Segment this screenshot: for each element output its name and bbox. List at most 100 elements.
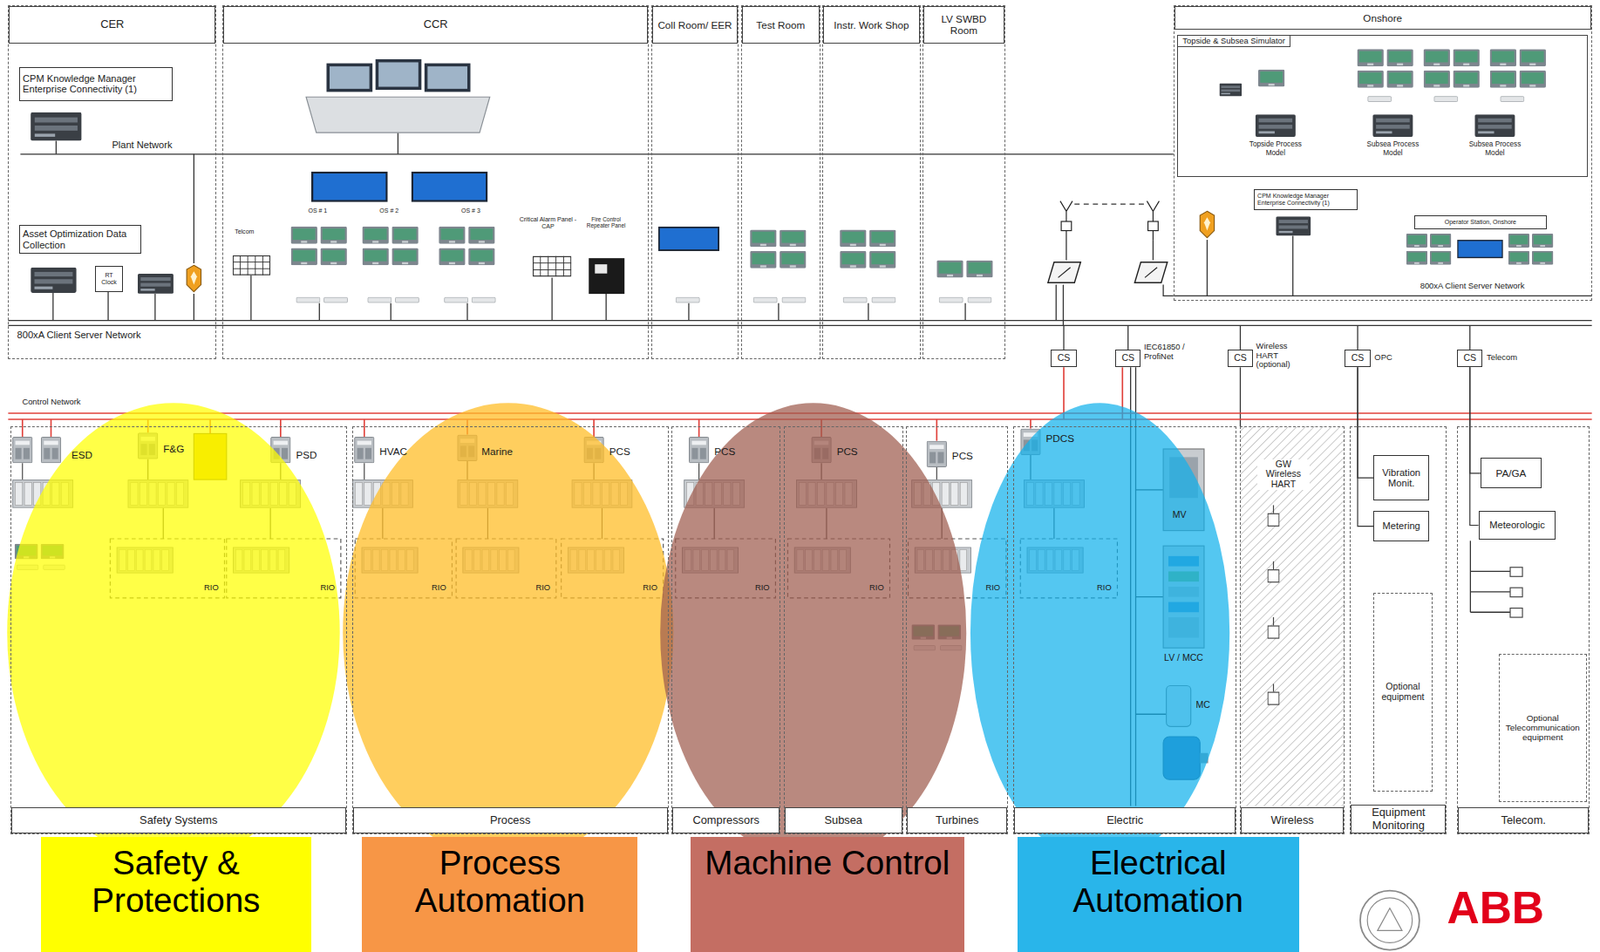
drop-line bbox=[52, 292, 54, 321]
telecom-panel bbox=[232, 255, 271, 276]
client-server-network bbox=[7, 320, 1592, 321]
controller-icon bbox=[40, 437, 61, 463]
fire-panel-display bbox=[594, 264, 607, 274]
room-area: Instr. Work Shop bbox=[822, 5, 920, 360]
rio-label: RIO bbox=[431, 583, 447, 593]
station-box: Operator Station, Onshore bbox=[1414, 215, 1547, 230]
keyboard-icon bbox=[871, 297, 896, 303]
controller-drop bbox=[935, 419, 938, 442]
drop-line bbox=[1065, 239, 1067, 260]
rio-label: RIO bbox=[204, 583, 219, 593]
cs-link bbox=[1062, 367, 1065, 420]
model-server bbox=[1474, 114, 1515, 137]
room-title: LV SWBD Room bbox=[923, 6, 1005, 44]
wireless-device-icon bbox=[1267, 561, 1280, 583]
drop-line bbox=[390, 303, 392, 321]
controller-icon bbox=[13, 437, 33, 463]
controller-icon bbox=[354, 437, 375, 463]
controller-drop bbox=[279, 419, 282, 437]
rio-label: RIO bbox=[535, 583, 551, 593]
connector-line bbox=[1357, 367, 1374, 478]
server-label: CS bbox=[1121, 353, 1135, 364]
server-label: CS bbox=[1057, 353, 1071, 364]
operator-station bbox=[839, 229, 896, 268]
cs-link bbox=[1356, 325, 1358, 350]
keyboard-icon bbox=[324, 297, 348, 303]
controller-label: ESD bbox=[71, 449, 93, 461]
equipment-label: Metering bbox=[1382, 520, 1421, 532]
column-title: Process bbox=[353, 807, 668, 834]
model-label: Subsea Process Model bbox=[1459, 140, 1532, 157]
telecom-device bbox=[1510, 587, 1523, 598]
equipment-label: Telcom bbox=[234, 228, 254, 236]
area-label: Process Automation bbox=[375, 844, 624, 920]
rack-link bbox=[936, 467, 938, 480]
telecom-tie bbox=[1470, 540, 1471, 613]
drop-line bbox=[867, 303, 869, 321]
operator-station bbox=[1423, 48, 1480, 88]
equipment-box: PA/GA bbox=[1480, 457, 1542, 489]
gateway-label: GW Wireless HART bbox=[1257, 459, 1310, 491]
column-title: Turbines bbox=[906, 807, 1008, 834]
station-label: OS # 1 bbox=[307, 207, 327, 215]
seal-emblem bbox=[1377, 908, 1403, 932]
keyboard-icon bbox=[753, 297, 777, 303]
wireless-link bbox=[1239, 367, 1241, 427]
drop-line bbox=[687, 303, 689, 321]
operator-station bbox=[438, 226, 495, 266]
area-label: Safety & Protections bbox=[54, 844, 298, 920]
connectivity-server: CS bbox=[1115, 349, 1141, 368]
clock-box: RT Clock bbox=[95, 265, 124, 292]
connector-line bbox=[1470, 367, 1479, 525]
model-server bbox=[1372, 114, 1413, 137]
room-area: CERCPM Knowledge Manager Enterprise Conn… bbox=[7, 5, 217, 360]
antenna-icon bbox=[1060, 201, 1073, 240]
equipment-label: Optional equipment bbox=[1375, 681, 1430, 703]
station-label: OS # 2 bbox=[379, 207, 399, 215]
drop-line bbox=[605, 293, 607, 320]
equipment-box: Meteorologic bbox=[1478, 510, 1557, 540]
switchgear-label: LV / MCC bbox=[1163, 653, 1205, 664]
seal-ring bbox=[1360, 891, 1420, 951]
system-column: Electric bbox=[1013, 426, 1237, 835]
drop-line bbox=[466, 303, 468, 321]
seal-ring bbox=[1367, 898, 1412, 943]
server-icon bbox=[30, 267, 76, 293]
system-column: Turbines bbox=[905, 426, 1008, 835]
room-title: CER bbox=[8, 6, 216, 44]
keyboard-icon bbox=[1434, 96, 1458, 103]
station-label: Operator Station, Onshore bbox=[1444, 218, 1517, 226]
equipment-label: Fire Control Repeater Panel bbox=[581, 216, 631, 229]
column-title: Compressors bbox=[672, 807, 780, 834]
operator-station bbox=[1406, 233, 1452, 266]
system-column: Compressors bbox=[671, 426, 781, 835]
keyboard-icon bbox=[394, 297, 419, 303]
drop-line bbox=[397, 132, 399, 155]
operator-station bbox=[1508, 233, 1554, 266]
console-display bbox=[427, 66, 468, 89]
drop-line bbox=[250, 275, 252, 320]
controller-label: F&G bbox=[163, 442, 184, 455]
keyboard-icon bbox=[444, 297, 469, 303]
server-icon bbox=[1275, 216, 1311, 236]
protocol-label: IEC61850 / ProfiNet bbox=[1143, 342, 1208, 361]
drop-line bbox=[319, 303, 320, 321]
model-label: Subsea Process Model bbox=[1356, 140, 1429, 157]
keyboard-icon bbox=[967, 297, 992, 303]
rio-label: RIO bbox=[755, 583, 770, 593]
optional-box: Optional equipment bbox=[1373, 592, 1433, 792]
network-label: Plant Network bbox=[109, 139, 174, 150]
room-area: Coll Room/ EER bbox=[651, 5, 740, 360]
equipment-label: Vibration Monit. bbox=[1376, 467, 1426, 490]
server-label: Asset Optimization Data Collection bbox=[22, 228, 138, 251]
cs-link bbox=[1469, 325, 1471, 350]
controller-label: PSD bbox=[295, 449, 317, 461]
protocol-label: Telecom bbox=[1486, 353, 1518, 362]
keyboard-icon bbox=[843, 297, 867, 303]
column-title: Electric bbox=[1014, 807, 1236, 834]
protocol-label: Wireless HART (optional) bbox=[1256, 341, 1308, 369]
rio-label: RIO bbox=[642, 583, 658, 593]
area-tag: Safety & Protections bbox=[40, 837, 312, 952]
keyboard-icon bbox=[782, 297, 806, 303]
operator-station bbox=[361, 226, 418, 266]
